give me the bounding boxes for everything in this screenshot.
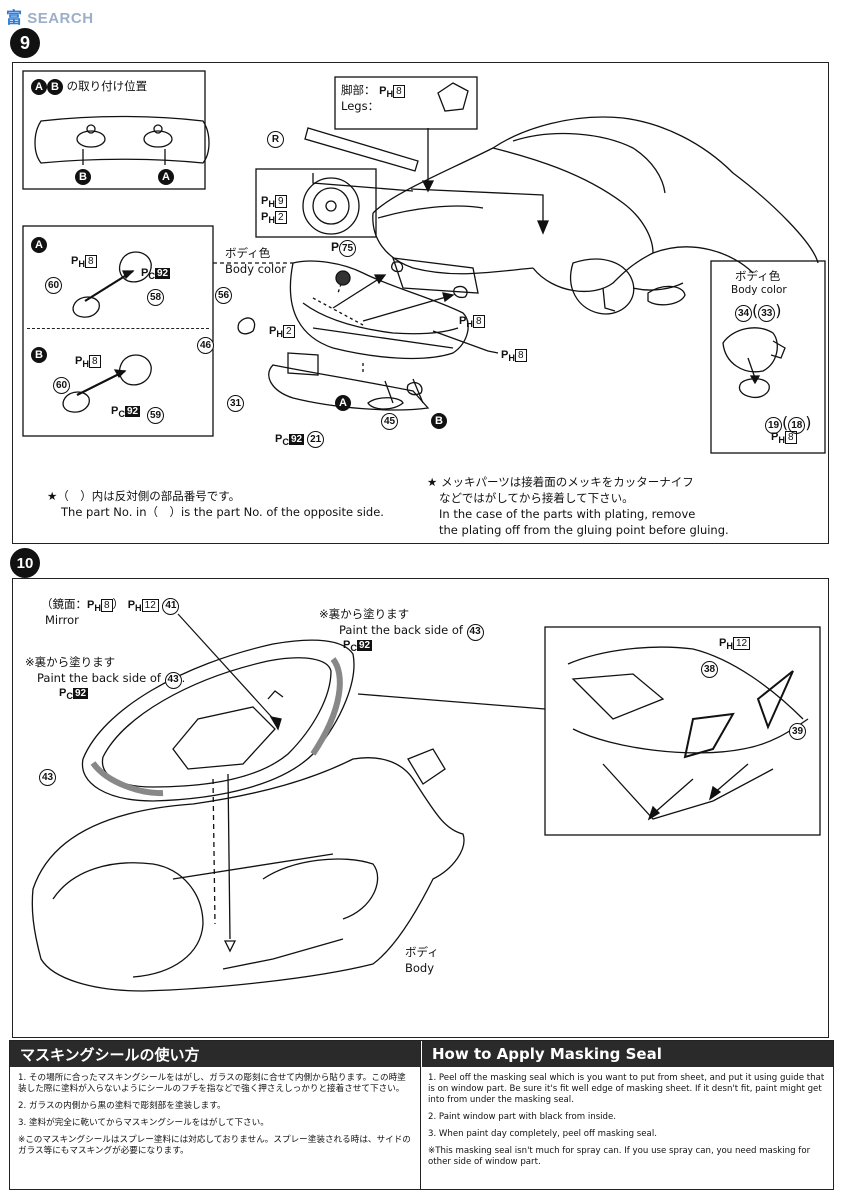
label-a-bumper: A: [335, 391, 351, 411]
part-r-label: R: [267, 127, 284, 148]
part-31: 31: [227, 391, 244, 412]
masking-step-jp-3: 3. 塗料が完全に乾いてからマスキングシールをはがして下さい。: [18, 1118, 269, 1128]
masking-step-jp-1: 1. その場所に合ったマスキングシールをはがし、ガラスの彫刻に合せて内側から貼り…: [18, 1073, 406, 1094]
mirror-body-color-jp: ボディ色: [735, 269, 781, 283]
part-46: 46: [197, 333, 214, 354]
masking-title-jp: マスキングシールの使い方: [10, 1041, 420, 1067]
back-paint-left-en: Paint the back side of 43.: [37, 671, 185, 689]
mirror-label-en: Mirror: [45, 613, 79, 627]
masking-steps-en: 1. Peel off the masking seal which is yo…: [428, 1073, 826, 1174]
body-label-en: Body: [405, 961, 435, 975]
part-38: 38: [701, 657, 718, 678]
watermark-logo: 富: [6, 10, 23, 27]
masking-steps-jp: 1. その場所に合ったマスキングシールをはがし、ガラスの彫刻に合せて内側から貼り…: [18, 1073, 414, 1163]
masking-step-en-3: 3. When paint day completely, peel off m…: [428, 1129, 657, 1139]
back-paint-right-jp: ※裏から塗ります: [319, 607, 410, 621]
masking-step-jp-2: 2. ガラスの内側から黒の塗料で彫刻部を塗装します。: [18, 1101, 226, 1111]
inset-b-badge: B: [31, 343, 47, 363]
part-34-33: 34(33): [735, 301, 782, 322]
inset-a-badge: A: [31, 233, 47, 253]
part-39: 39: [789, 719, 806, 740]
masking-title-en: How to Apply Masking Seal: [422, 1041, 833, 1067]
body-label-jp: ボディ: [405, 945, 439, 959]
plating-note-en1: In the case of the parts with plating, r…: [439, 507, 696, 521]
masking-step-en-note: ※This masking seal isn't much for spray …: [428, 1146, 811, 1167]
part-41: 41: [162, 597, 180, 615]
part-19-18: 19(18): [765, 413, 812, 434]
back-paint-left-jp: ※裏から塗ります: [25, 655, 116, 669]
opposite-side-note-en: The part No. in（ ）is the part No. of the…: [61, 505, 384, 519]
part-45: 45: [381, 409, 398, 430]
masking-step-en-2: 2. Paint window part with black from ins…: [428, 1112, 617, 1122]
back-paint-right-en: Paint the back side of 43: [339, 623, 484, 641]
watermark: 富 SEARCH: [6, 4, 94, 28]
step-9-marker: 9: [10, 28, 40, 58]
body-color-en: Body color: [225, 262, 287, 276]
plating-note-jp2: などではがしてから接着して下さい。: [439, 491, 634, 505]
step-10-illustration: [31, 613, 821, 992]
part-60-a: 60: [45, 273, 62, 294]
mirror-body-color-en: Body color: [731, 284, 787, 296]
part-59: 59: [147, 403, 164, 424]
label-b-bumper: B: [431, 409, 447, 429]
part-60-b: 60: [53, 373, 70, 394]
inset-label-a: A: [158, 165, 174, 185]
plating-note-en2: the plating off from the gluing point be…: [439, 523, 729, 537]
inset-divider: [27, 328, 209, 329]
label-a-badge: A: [31, 79, 47, 95]
step-9-illustration: [22, 70, 826, 454]
plating-note-jp1: ★ メッキパーツは接着面のメッキをカッターナイフ: [427, 475, 694, 489]
masking-seal-instructions: マスキングシールの使い方 How to Apply Masking Seal 1…: [9, 1040, 834, 1190]
masking-step-en-1: 1. Peel off the masking seal which is yo…: [428, 1073, 825, 1105]
inset-label-b: B: [75, 165, 91, 185]
footer-divider: [420, 1041, 422, 1189]
masking-step-jp-note: ※このマスキングシールはスプレー塗料には対応しておりません。スプレー塗装される時…: [18, 1135, 411, 1156]
label-b-badge: B: [47, 79, 63, 95]
ab-caption-text: の取り付け位置: [66, 79, 148, 93]
watermark-text: SEARCH: [27, 10, 94, 27]
legs-label-en: Legs：: [341, 99, 380, 113]
part-43-window: 43: [39, 765, 56, 786]
body-color-jp: ボディ色: [225, 246, 271, 260]
step-10-marker: 10: [10, 548, 40, 578]
part-58: 58: [147, 285, 164, 306]
opposite-side-note-jp: ★（ ）内は反対側の部品番号です。: [47, 489, 241, 503]
part-56: 56: [215, 283, 232, 304]
